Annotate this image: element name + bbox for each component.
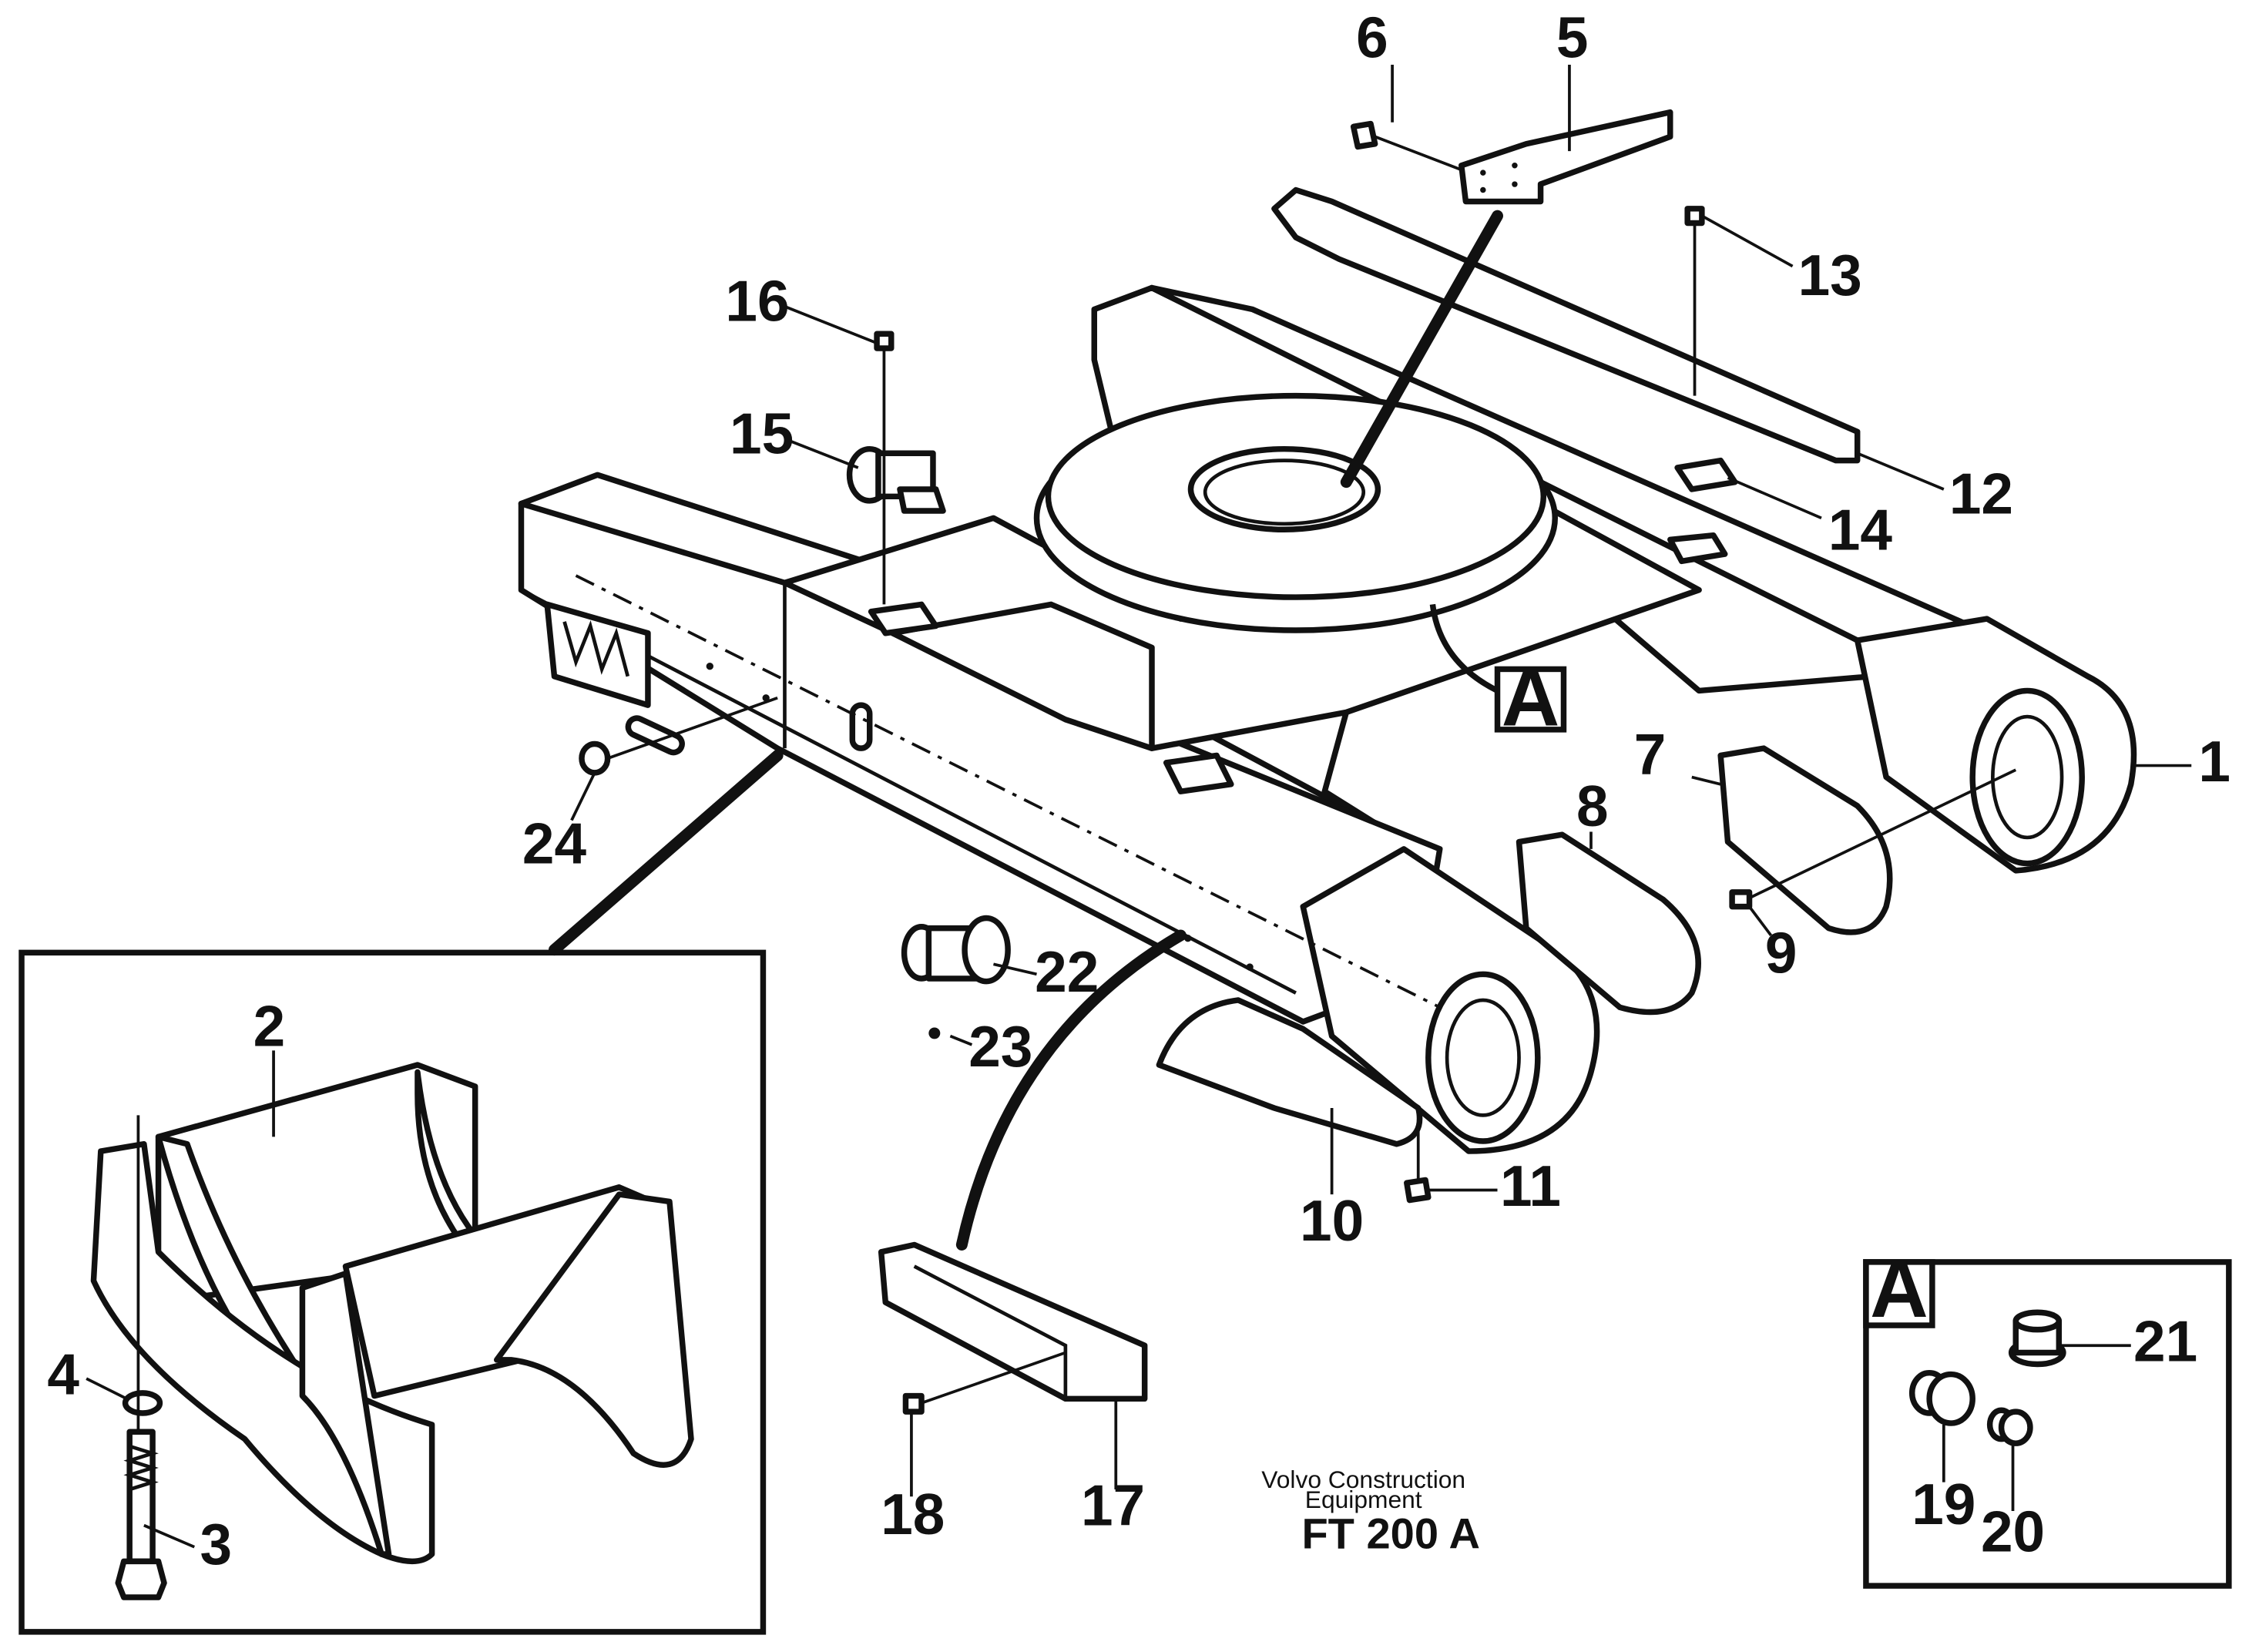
part-20-plug (1986, 1407, 2033, 1446)
label-part-3: 3 (200, 1512, 233, 1576)
part-19-nut (1908, 1369, 1975, 1426)
label-part-17: 17 (1081, 1473, 1145, 1538)
part-22-track-roller (901, 915, 1011, 985)
part-5-strap (1458, 109, 1673, 205)
label-part-8: 8 (1576, 774, 1609, 838)
inset-frame-guards (18, 949, 767, 1635)
leader-lines (86, 65, 2192, 1549)
part-24-plug (579, 740, 611, 776)
part-labels: 1 2 3 4 5 6 7 8 9 10 11 12 13 14 15 16 1… (47, 5, 2231, 1576)
label-part-5: 5 (1556, 5, 1589, 70)
label-part-7: 7 (1634, 722, 1667, 787)
label-part-9: 9 (1765, 921, 1798, 985)
part-14-pad (1674, 457, 1738, 492)
label-part-12: 12 (1949, 462, 2013, 526)
part-6-bolt (1350, 120, 1462, 172)
part-16-bolt (874, 331, 895, 605)
label-part-16: 16 (725, 268, 789, 333)
part-7-cover (1717, 745, 1893, 935)
detail-callout-a: A (1494, 653, 1567, 743)
label-part-11: 11 (1500, 1153, 1561, 1218)
label-part-10: 10 (1300, 1188, 1364, 1253)
inset-detail-a-label: A (1870, 1244, 1928, 1335)
part-21-cap (2008, 1309, 2066, 1368)
label-part-20: 20 (1981, 1499, 2045, 1563)
label-part-24: 24 (522, 811, 587, 876)
part-3-bolt (115, 1429, 167, 1600)
label-part-23: 23 (968, 1014, 1032, 1079)
inset-detail-a: A (1863, 1244, 2232, 1589)
part-23-bolt (928, 1027, 941, 1039)
label-part-18: 18 (881, 1482, 945, 1546)
label-part-19: 19 (1912, 1472, 1975, 1536)
part-18-bolt (902, 1392, 925, 1415)
label-part-1: 1 (2198, 729, 2231, 794)
drawing-credit: Volvo Construction Equipment FT 200 A (1261, 1466, 1480, 1557)
part-8-cover (1516, 831, 1701, 1016)
label-part-6: 6 (1356, 5, 1388, 70)
label-part-2: 2 (253, 994, 286, 1059)
label-part-14: 14 (1828, 497, 1893, 562)
label-part-21: 21 (2133, 1309, 2197, 1374)
label-part-22: 22 (1035, 939, 1099, 1004)
detail-callout-a-label: A (1502, 653, 1560, 743)
part-15-carrier-roller (846, 445, 946, 514)
credit-line-2: Equipment (1305, 1486, 1422, 1513)
part-4-washer (122, 1390, 163, 1416)
undercarriage-frame (518, 284, 2137, 1154)
part-9-bolt (1729, 889, 1753, 910)
drawing-code: FT 200 A (1301, 1509, 1480, 1558)
label-part-13: 13 (1798, 243, 1862, 307)
label-part-15: 15 (730, 401, 794, 465)
label-part-4: 4 (47, 1342, 79, 1407)
part-11-bolt (1404, 1177, 1432, 1204)
part-12-rail (1271, 186, 1861, 464)
credit-line-1: Volvo Construction (1261, 1466, 1465, 1493)
